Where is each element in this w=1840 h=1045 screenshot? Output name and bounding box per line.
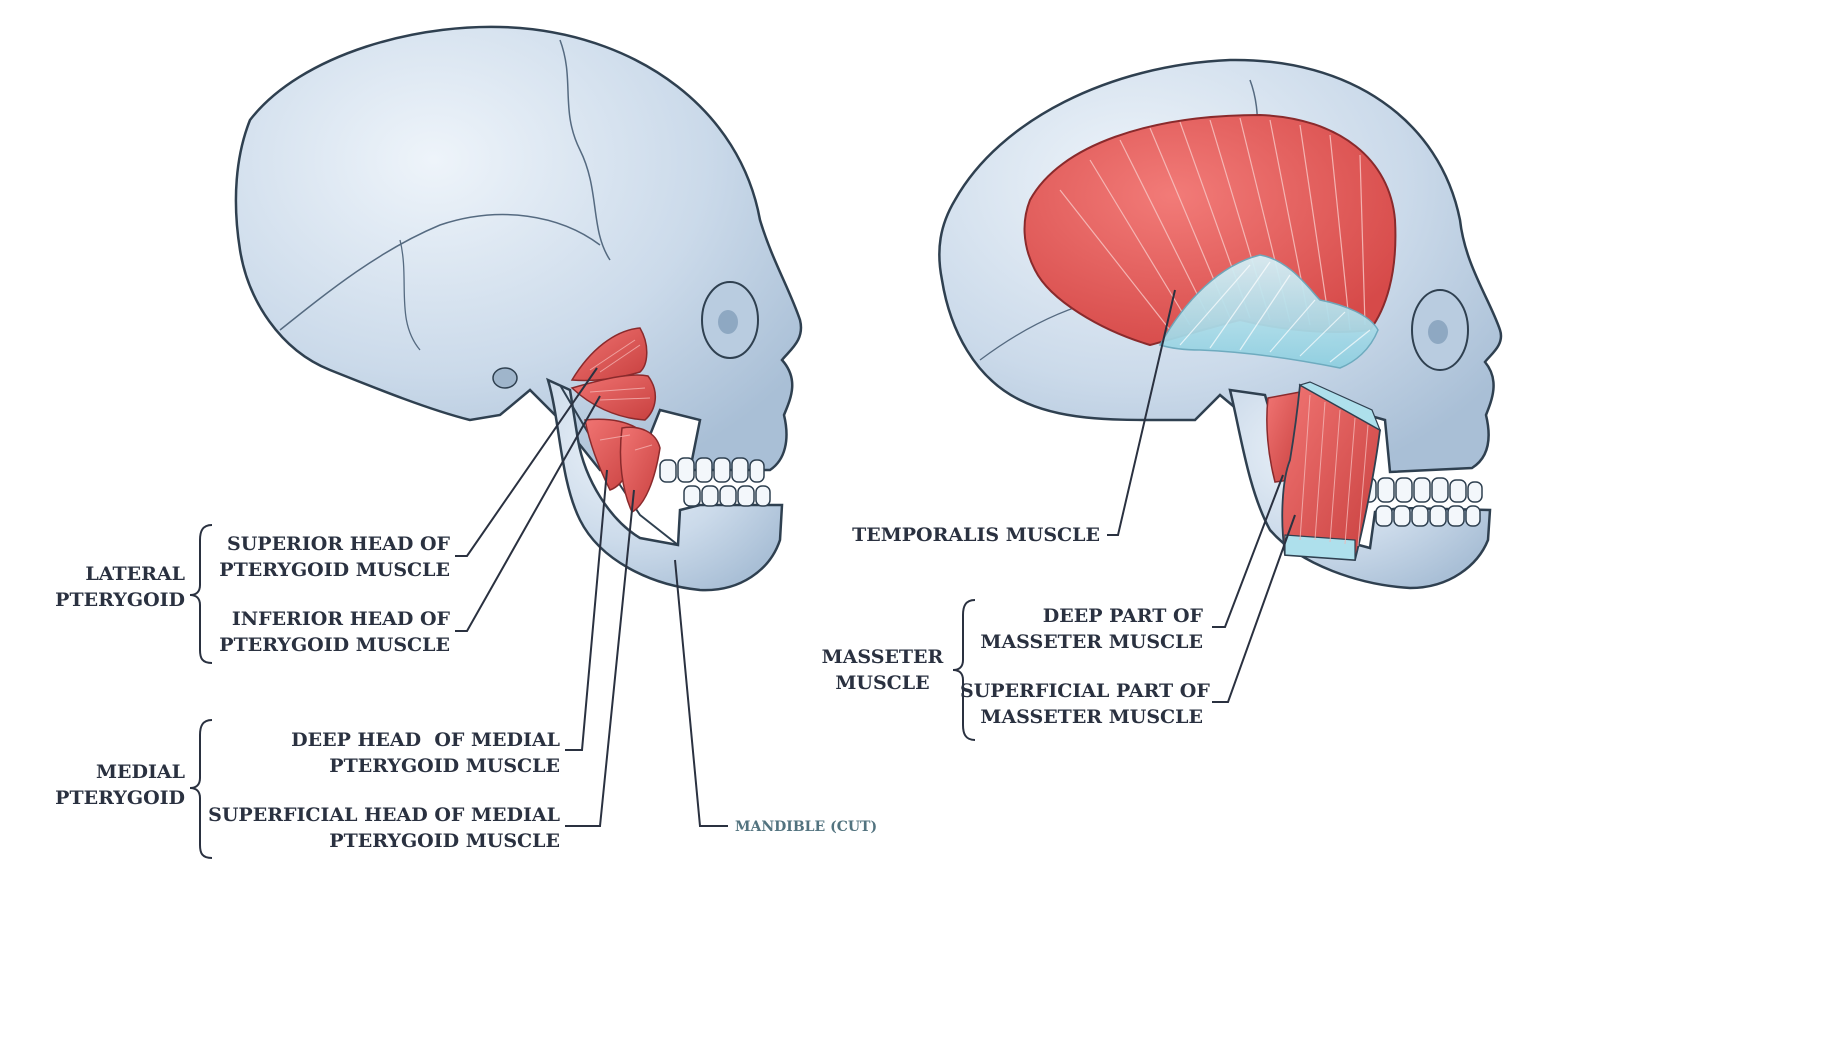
superior-head-leader: [455, 367, 598, 557]
left-skull: [234, 25, 803, 592]
lateral-pterygoid-group-label: LATERAL PTERYGOID: [40, 561, 185, 613]
superficial-head-line1: SUPERFICIAL HEAD OF MEDIAL: [208, 804, 560, 826]
superficial-head-leader: [565, 489, 635, 827]
left-ear-canal: [492, 367, 518, 389]
deep-part-label: DEEP PART OF MASSETER MUSCLE: [960, 603, 1203, 655]
superior-head-line1: SUPERIOR HEAD OF: [227, 533, 450, 555]
right-temporalis-tendon: [1158, 254, 1379, 369]
mandible-cut-text: MANDIBLE (CUT): [735, 819, 878, 835]
superficial-part-leader: [1212, 514, 1296, 703]
left-skull-cranium: [234, 25, 803, 472]
temporalis-fibers: [1059, 117, 1366, 331]
medial-line1: MEDIAL: [96, 761, 185, 783]
left-upper-teeth: [659, 457, 765, 483]
temporalis-leader: [1107, 289, 1176, 536]
mandible-leader: [674, 559, 728, 827]
lateral-pterygoid-brace: [189, 524, 213, 664]
mandible-cut-label: MANDIBLE (CUT): [735, 814, 877, 840]
medial-pterygoid-brace: [189, 719, 213, 859]
inferior-head-leader: [455, 395, 601, 632]
right-masseter-superficial-part: [1281, 383, 1381, 561]
superficial-part-line2: MASSETER MUSCLE: [980, 706, 1203, 728]
medial-pterygoid-group-label: MEDIAL PTERYGOID: [40, 759, 185, 811]
right-upper-teeth: [1359, 477, 1483, 503]
lateral-line2: PTERYGOID: [55, 589, 185, 611]
masseter-brace: [952, 599, 976, 741]
deep-part-leader: [1212, 474, 1284, 628]
superficial-head-line2: PTERYGOID MUSCLE: [329, 830, 560, 852]
deep-part-line1: DEEP PART OF: [1042, 605, 1203, 627]
deep-head-line2: PTERYGOID MUSCLE: [329, 755, 560, 777]
left-lower-teeth: [683, 485, 771, 507]
right-lower-teeth: [1375, 505, 1481, 527]
superior-head-line2: PTERYGOID MUSCLE: [219, 559, 450, 581]
left-inferior-head-muscle: [570, 374, 656, 421]
temporalis-text: TEMPORALIS MUSCLE: [852, 524, 1100, 546]
inferior-head-line2: PTERYGOID MUSCLE: [219, 634, 450, 656]
left-superficial-head-muscle: [619, 426, 661, 514]
superficial-part-line1: SUPERFICIAL PART OF: [960, 680, 1210, 702]
inferior-head-label: INFERIOR HEAD OF PTERYGOID MUSCLE: [200, 606, 450, 658]
temporalis-label: TEMPORALIS MUSCLE: [840, 522, 1100, 548]
deep-part-line2: MASSETER MUSCLE: [980, 631, 1203, 653]
lateral-line1: LATERAL: [85, 563, 185, 585]
diagram-artwork: [189, 25, 1503, 859]
diagram-stage: LATERAL PTERYGOID SUPERIOR HEAD OF PTERY…: [40, 25, 1503, 859]
masseter-line2: MUSCLE: [835, 672, 930, 694]
masseter-group-label: MASSETER MUSCLE: [820, 644, 945, 696]
deep-head-label: DEEP HEAD OF MEDIAL PTERYGOID MUSCLE: [250, 727, 560, 779]
deep-head-leader: [565, 469, 608, 751]
superficial-head-label: SUPERFICIAL HEAD OF MEDIAL PTERYGOID MUS…: [200, 802, 560, 854]
superficial-part-label: SUPERFICIAL PART OF MASSETER MUSCLE: [960, 678, 1210, 730]
leader-lines: [189, 289, 1296, 859]
masseter-line1: MASSETER: [821, 646, 944, 668]
right-skull: [938, 58, 1503, 590]
superior-head-label: SUPERIOR HEAD OF PTERYGOID MUSCLE: [200, 531, 450, 583]
medial-line2: PTERYGOID: [55, 787, 185, 809]
inferior-head-line1: INFERIOR HEAD OF: [231, 608, 450, 630]
left-skull-mandible: [546, 377, 784, 592]
deep-head-line1: DEEP HEAD OF MEDIAL: [291, 729, 560, 751]
